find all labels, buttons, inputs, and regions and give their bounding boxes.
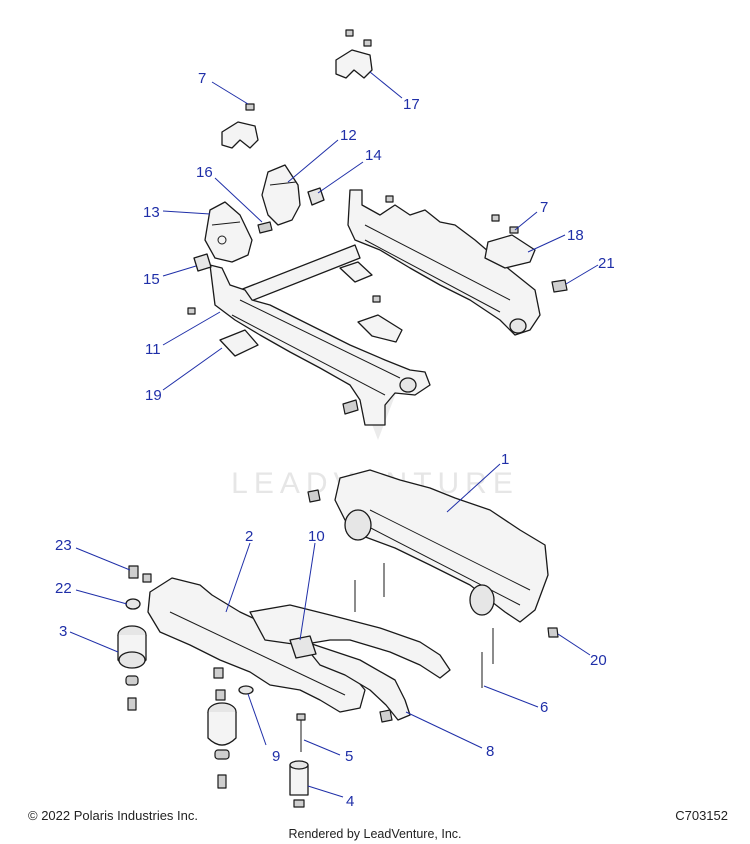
svg-text:6: 6 [540, 699, 548, 716]
callout-6: 6 [483, 685, 548, 716]
callout-7-right: 7 [514, 199, 548, 231]
callout-8: 8 [405, 711, 494, 760]
callout-4: 4 [307, 785, 354, 810]
callout-22: 22 [55, 580, 128, 605]
clamp-upper-left [221, 121, 259, 149]
svg-text:23: 23 [55, 537, 72, 554]
svg-text:15: 15 [143, 271, 160, 288]
svg-text:18: 18 [567, 227, 584, 244]
callout-10: 10 [299, 528, 325, 641]
callout-11: 11 [145, 311, 221, 358]
svg-text:4: 4 [346, 793, 354, 810]
svg-text:20: 20 [590, 652, 607, 669]
callout-21: 21 [565, 255, 615, 285]
svg-text:3: 3 [59, 623, 67, 640]
svg-text:5: 5 [345, 748, 353, 765]
callout-18: 18 [527, 227, 584, 253]
callouts: 7 17 12 16 14 13 7 18 [55, 70, 615, 810]
diagram-code: C703152 [675, 808, 728, 823]
upper-frame-assembly [187, 29, 568, 426]
svg-text:7: 7 [540, 199, 548, 216]
callout-12: 12 [287, 127, 357, 183]
svg-text:8: 8 [486, 743, 494, 760]
callout-16: 16 [196, 164, 263, 223]
svg-text:2: 2 [245, 528, 253, 545]
rendered-by-text: Rendered by LeadVenture, Inc. [288, 827, 462, 841]
lower-frame-assembly [117, 469, 559, 808]
callout-9: 9 [247, 693, 280, 765]
svg-text:21: 21 [598, 255, 615, 272]
svg-text:22: 22 [55, 580, 72, 597]
callout-19: 19 [145, 347, 223, 404]
callout-7-top: 7 [198, 70, 249, 105]
clamp-top [335, 49, 373, 79]
svg-text:19: 19 [145, 387, 162, 404]
svg-text:13: 13 [143, 204, 160, 221]
svg-text:17: 17 [403, 96, 420, 113]
copyright-text: © 2022 Polaris Industries Inc. [28, 808, 198, 823]
svg-text:1: 1 [501, 451, 509, 468]
callout-5: 5 [303, 739, 353, 765]
callout-15: 15 [143, 265, 197, 288]
svg-text:11: 11 [145, 341, 161, 358]
callout-1: 1 [446, 451, 509, 513]
svg-text:12: 12 [340, 127, 357, 144]
callout-3: 3 [59, 623, 119, 653]
callout-14: 14 [317, 147, 382, 194]
svg-text:10: 10 [308, 528, 325, 545]
svg-text:9: 9 [272, 748, 280, 765]
callout-17: 17 [369, 71, 420, 113]
svg-text:16: 16 [196, 164, 213, 181]
callout-2: 2 [225, 528, 253, 613]
svg-text:14: 14 [365, 147, 382, 164]
callout-20: 20 [557, 633, 607, 669]
callout-23: 23 [55, 537, 131, 571]
svg-text:7: 7 [198, 70, 206, 87]
callout-13: 13 [143, 204, 211, 221]
